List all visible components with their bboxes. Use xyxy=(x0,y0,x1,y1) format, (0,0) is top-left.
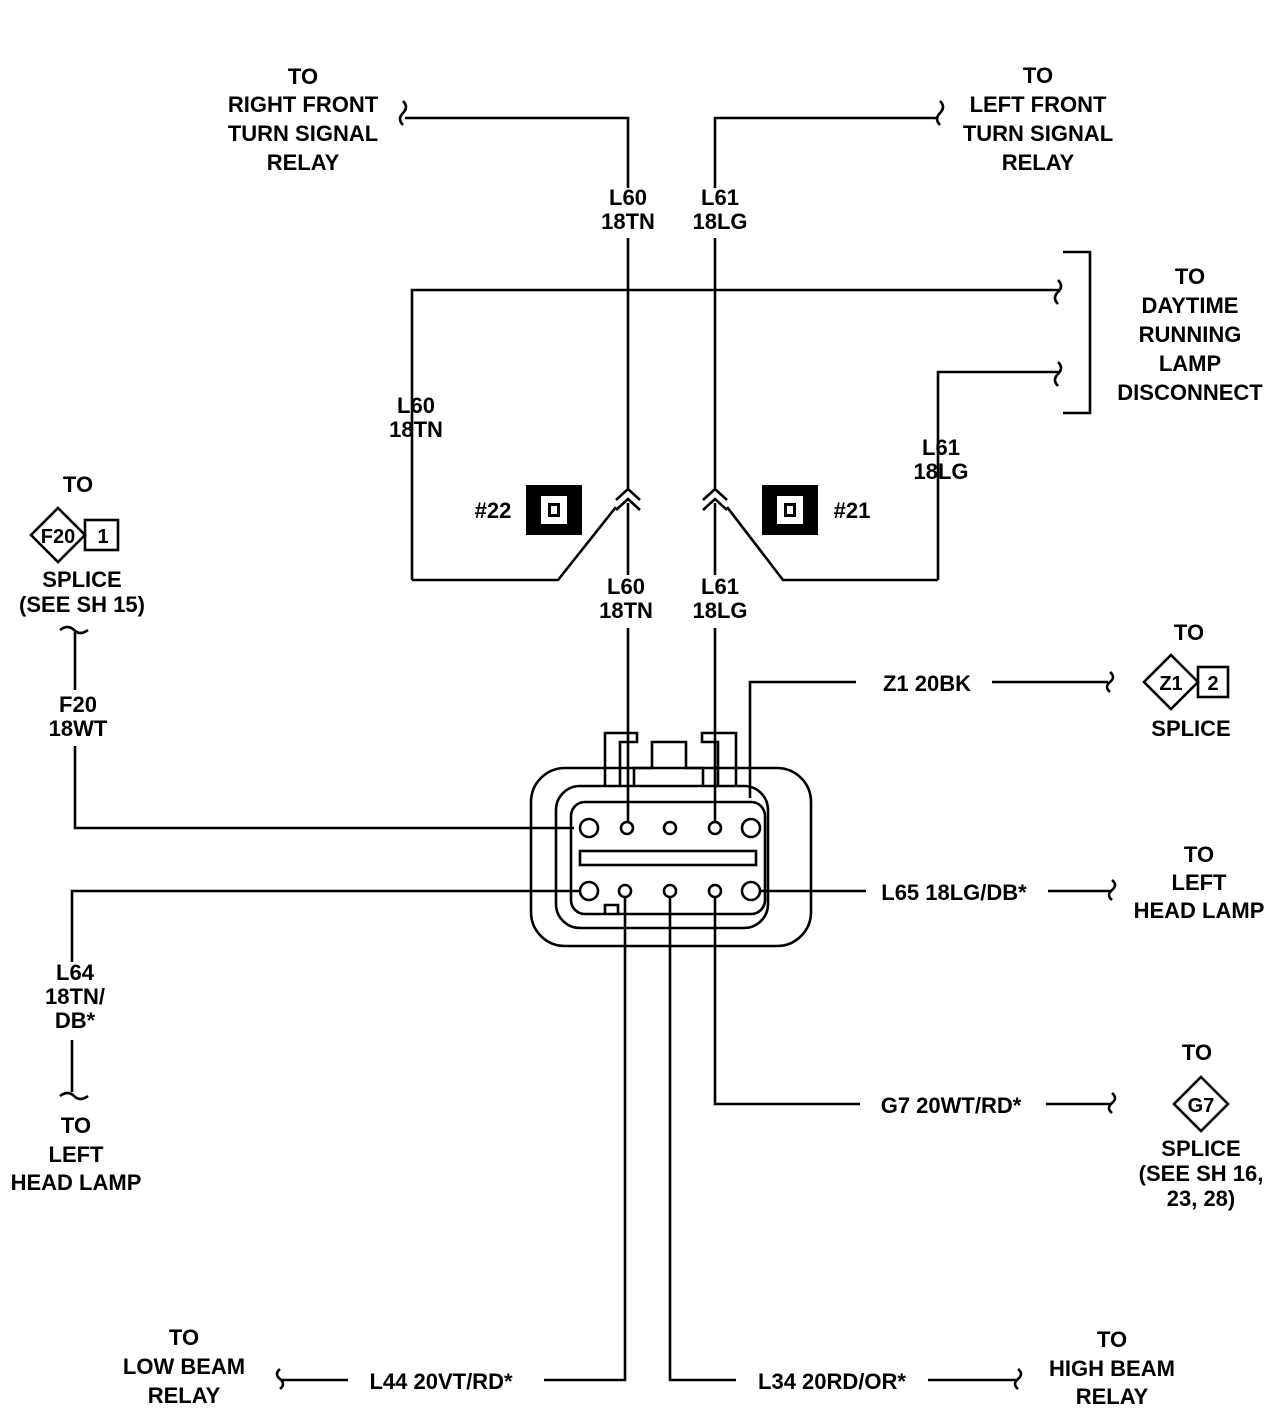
high-beam-relay-line: RELAY xyxy=(1076,1384,1149,1409)
splice-f20-ref: (SEE SH 15) xyxy=(19,592,145,617)
wire-label-l61-lower: L61 xyxy=(701,574,739,599)
splice-g7-ref: 23, 28) xyxy=(1167,1186,1236,1211)
left-head-lamp-line: LEFT xyxy=(49,1142,105,1167)
dest-line: LAMP xyxy=(1159,351,1221,376)
splice-g7-icon: G7 xyxy=(1172,1075,1230,1133)
wire-label-l61: L61 xyxy=(701,185,739,210)
wire-label-l44: L44 20VT/RD* xyxy=(369,1369,512,1394)
wire-label-l61-gauge: 18LG xyxy=(692,209,747,234)
high-beam-relay-to: TO xyxy=(1097,1327,1127,1352)
wire-break-icon xyxy=(398,100,408,126)
left-head-lamp-line: HEAD LAMP xyxy=(1134,898,1265,923)
wire-label-z1: Z1 20BK xyxy=(883,671,971,696)
wire-l60-top xyxy=(405,116,630,188)
connector-chevron-icon xyxy=(615,487,641,511)
wire-l44 xyxy=(544,897,627,1382)
splice-f20-name: SPLICE xyxy=(42,567,121,592)
wire-label-l61-lower-gauge: 18LG xyxy=(692,598,747,623)
drl-disconnect-label: TO DAYTIME RUNNING LAMP DISCONNECT xyxy=(1117,264,1263,405)
left-front-turn-signal-relay-label: TO LEFT FRONT TURN SIGNAL RELAY xyxy=(963,63,1113,175)
wire-break-icon xyxy=(1053,361,1063,387)
connector-22-label: #22 xyxy=(475,498,512,523)
dest-line: LEFT FRONT xyxy=(970,92,1107,117)
drl-bracket xyxy=(1063,250,1092,415)
wire-f20-lower xyxy=(73,746,574,830)
wire-label-l34: L34 20RD/OR* xyxy=(758,1369,906,1394)
splice-z1-id: Z1 xyxy=(1159,673,1182,695)
left-head-lamp-to: TO xyxy=(1184,842,1214,867)
wire-label-l60: L60 xyxy=(609,185,647,210)
low-beam-relay-to: TO xyxy=(169,1325,199,1350)
connector-21-icon xyxy=(762,485,818,535)
dest-line: RELAY xyxy=(267,150,340,175)
wire-label-l61-drl-gauge: 18LG xyxy=(913,459,968,484)
wire-l34 xyxy=(668,897,736,1382)
wire-z1 xyxy=(748,680,856,798)
wire-break-icon xyxy=(59,1091,89,1101)
wire-label-l60-gauge: 18TN xyxy=(601,209,655,234)
dest-line: TURN SIGNAL xyxy=(228,121,378,146)
dest-line: TO xyxy=(1175,264,1205,289)
splice-f20-icon: F20 1 xyxy=(29,506,120,564)
wire-label-g7: G7 20WT/RD* xyxy=(881,1093,1022,1118)
high-beam-relay-line: HIGH BEAM xyxy=(1049,1356,1175,1381)
splice-g7-ref: (SEE SH 16, xyxy=(1139,1161,1264,1186)
dest-line: TO xyxy=(1023,63,1053,88)
splice-z1-icon: Z1 2 xyxy=(1142,653,1230,711)
wire-label-l64-color: DB* xyxy=(55,1008,96,1033)
splice-f20-to: TO xyxy=(63,472,93,497)
connector-21-label: #21 xyxy=(834,498,871,523)
wire-break-icon xyxy=(935,100,945,126)
wire-label-l65: L65 18LG/DB* xyxy=(881,880,1027,905)
wire-break-icon xyxy=(1107,1092,1117,1114)
dest-line: RIGHT FRONT xyxy=(228,92,379,117)
wire-label-l64: L64 xyxy=(56,960,95,985)
wire-label-l60-lower: L60 xyxy=(607,574,645,599)
splice-f20-id: F20 xyxy=(41,526,75,548)
wire-break-icon xyxy=(1013,1368,1023,1390)
wire-label-l60-drl: L60 xyxy=(397,393,435,418)
wire-break-icon xyxy=(275,1368,285,1390)
dest-line: TO xyxy=(288,64,318,89)
splice-z1-to: TO xyxy=(1174,620,1204,645)
wire-label-l61-drl: L61 xyxy=(922,435,960,460)
right-front-turn-signal-relay-label: TO RIGHT FRONT TURN SIGNAL RELAY xyxy=(228,64,379,175)
dest-line: RUNNING xyxy=(1139,322,1242,347)
wire-label-f20-gauge: 18WT xyxy=(49,716,108,741)
wire-break-icon xyxy=(1053,279,1063,305)
wire-l60-splice xyxy=(412,506,618,582)
wire-l64 xyxy=(70,889,580,962)
connector-22-icon xyxy=(526,485,582,535)
connector-chevron-icon xyxy=(702,487,728,511)
wire-l61-top xyxy=(713,116,938,188)
left-head-lamp-to: TO xyxy=(61,1113,91,1138)
dest-line: RELAY xyxy=(1002,150,1075,175)
splice-g7-name: SPLICE xyxy=(1161,1136,1240,1161)
left-head-lamp-line: LEFT xyxy=(1172,870,1228,895)
dest-line: TURN SIGNAL xyxy=(963,121,1113,146)
left-head-lamp-line: HEAD LAMP xyxy=(11,1170,142,1195)
wire-l60-drl xyxy=(410,288,1060,580)
wire-break-icon xyxy=(1105,671,1115,693)
wire-l61-splice xyxy=(725,506,938,582)
wire-break-icon xyxy=(1107,879,1117,901)
wire-l61-drl xyxy=(936,370,1060,580)
splice-z1-name: SPLICE xyxy=(1151,716,1230,741)
wire-break-icon xyxy=(59,625,89,635)
splice-g7-id: G7 xyxy=(1188,1095,1215,1117)
wire-label-l64-gauge: 18TN/ xyxy=(45,984,105,1009)
splice-f20-pin: 1 xyxy=(97,526,108,548)
splice-z1-pin: 2 xyxy=(1207,673,1218,695)
dest-line: DAYTIME xyxy=(1142,293,1239,318)
low-beam-relay-line: LOW BEAM xyxy=(123,1354,245,1379)
splice-g7-to: TO xyxy=(1182,1040,1212,1065)
wire-label-l60-lower-gauge: 18TN xyxy=(599,598,653,623)
wire-label-l60-drl-gauge: 18TN xyxy=(389,417,443,442)
dest-line: DISCONNECT xyxy=(1117,380,1263,405)
wire-label-f20: F20 xyxy=(59,692,97,717)
wire-g7 xyxy=(713,897,860,1106)
low-beam-relay-line: RELAY xyxy=(148,1383,221,1408)
